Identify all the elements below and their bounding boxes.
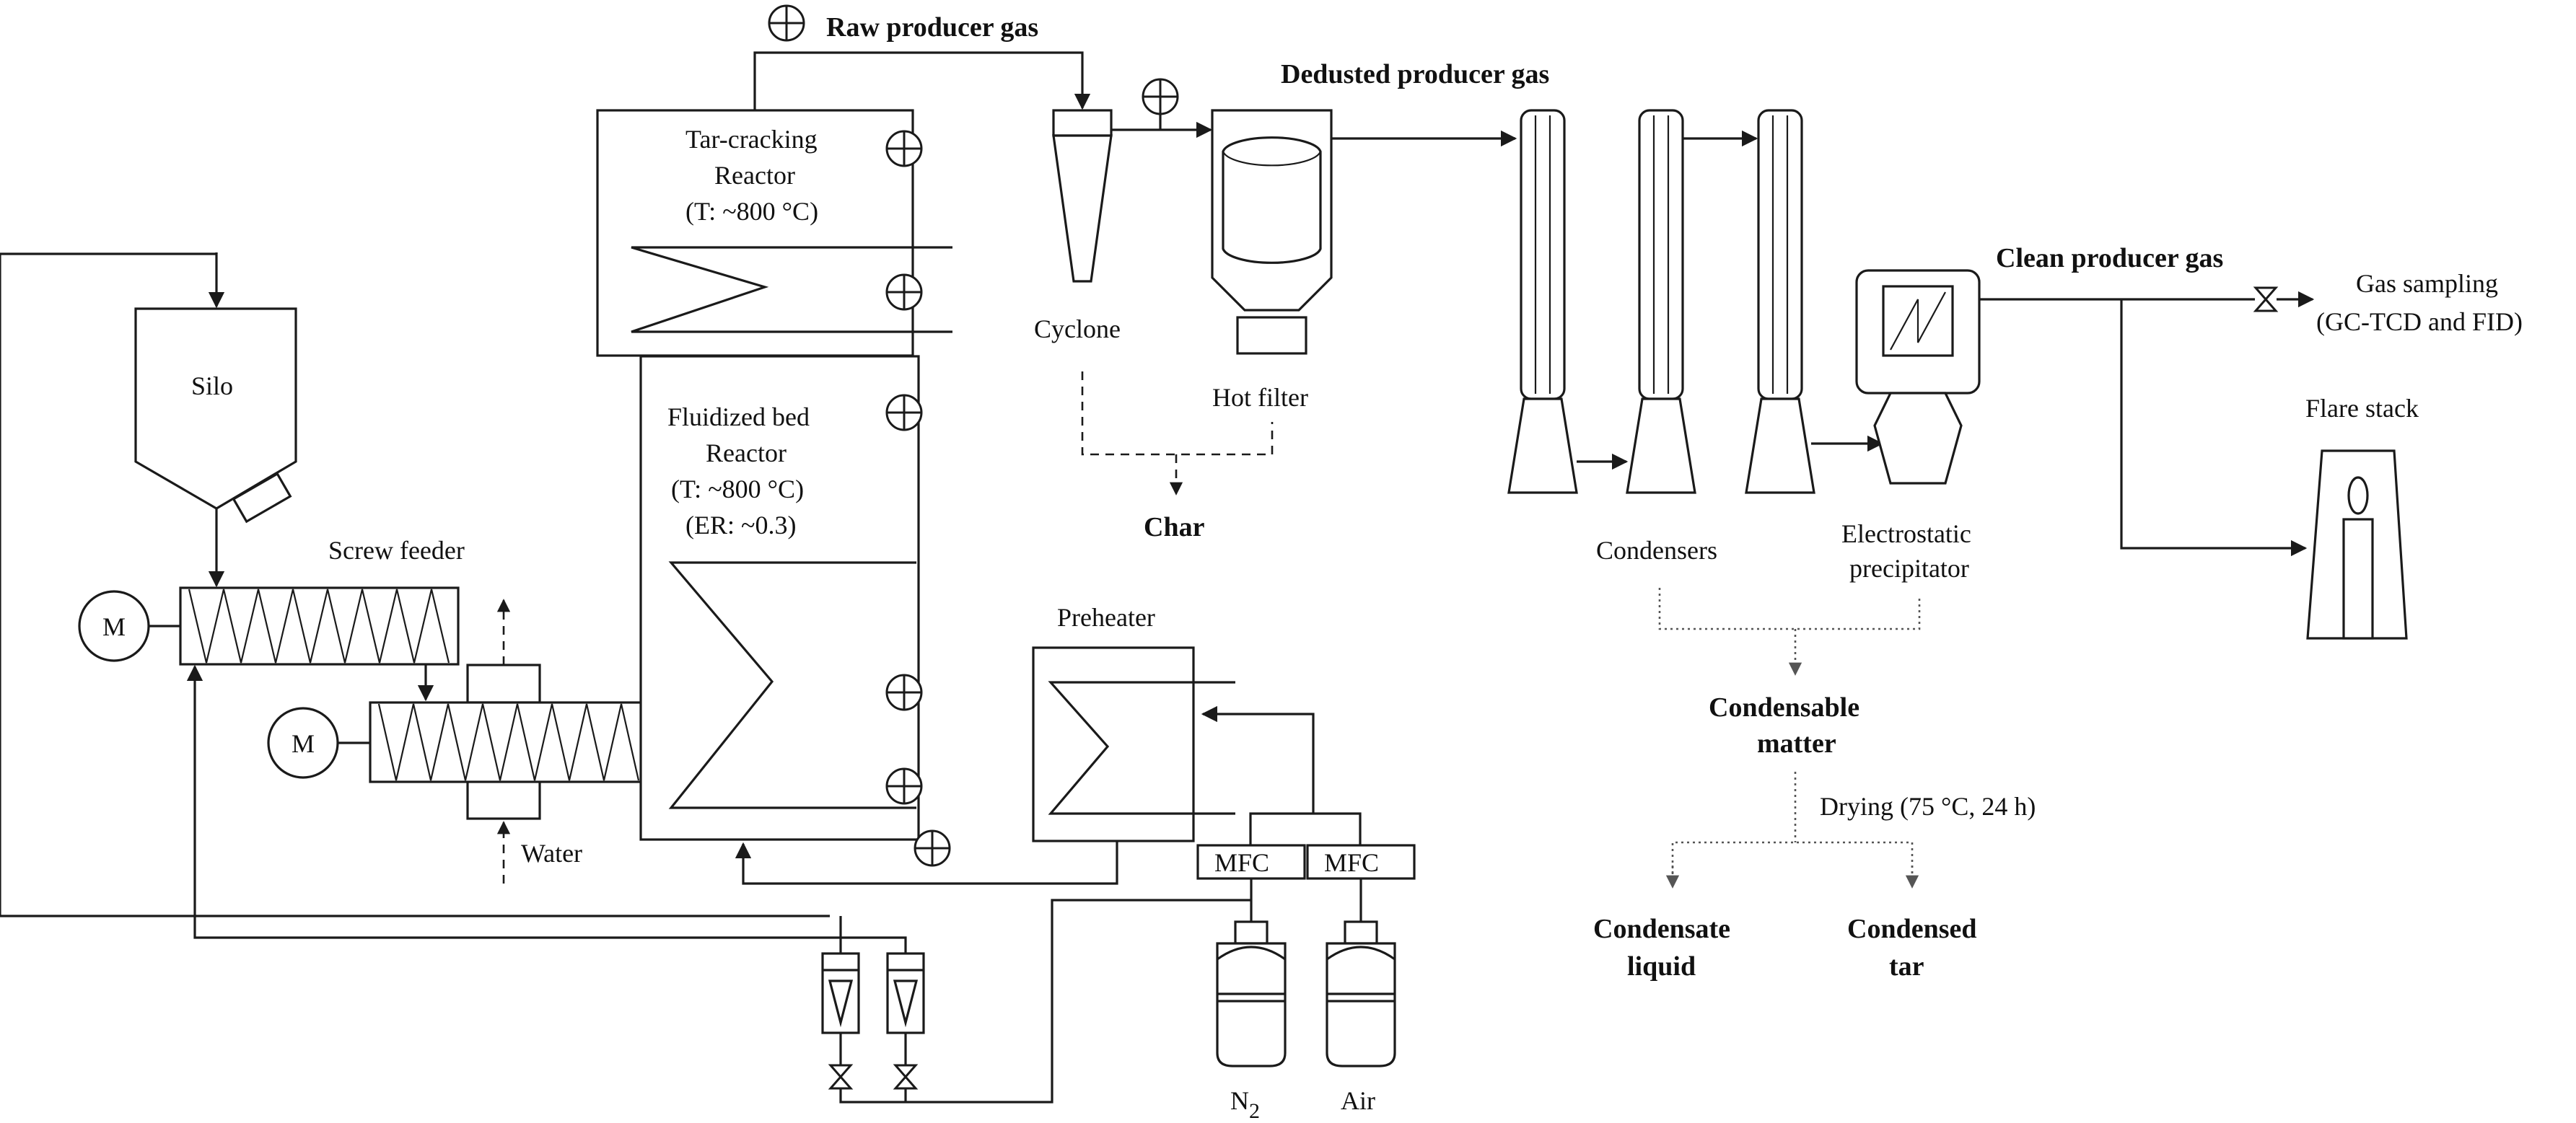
gas-sampling-label-1: Gas sampling [2356, 269, 2498, 298]
cyclone-body [1052, 109, 1113, 137]
purge-valve-1 [829, 1064, 852, 1090]
condensable-label-2: matter [1757, 728, 1836, 759]
condenser-2-base [1626, 397, 1696, 494]
hot-filter-label: Hot filter [1212, 383, 1308, 412]
mfc-manifold [1249, 812, 1362, 845]
hot-filter-cartridge [1222, 136, 1322, 264]
preheater-label: Preheater [1057, 603, 1155, 632]
water-jacket-top [466, 664, 541, 704]
fb-reactor-label-2: Reactor [706, 439, 787, 467]
condensable-label-1: Condensable [1709, 692, 1859, 723]
screw-feeder-2-flights [377, 703, 640, 781]
sampling-valve [2254, 286, 2277, 312]
tar-reactor-label-3: (T: ~800 °C) [685, 197, 818, 226]
condenser-2 [1638, 109, 1684, 400]
motor-2-label: M [292, 729, 315, 758]
esp-label-2: precipitator [1849, 554, 1969, 583]
air-to-preheater-line [1201, 705, 1315, 814]
tar-label-1: Condensed [1847, 914, 1977, 944]
mfc-n2 [1196, 844, 1306, 880]
water-label: Water [521, 839, 582, 868]
screw-feeder-label: Screw feeder [328, 536, 465, 565]
condenser-1-base [1507, 397, 1578, 494]
drying-label: Drying (75 °C, 24 h) [1820, 792, 2036, 821]
flare-chimney [2342, 518, 2374, 640]
flare-stack-label: Flare stack [2305, 394, 2419, 423]
dedusted-gas-label: Dedusted producer gas [1281, 59, 1549, 89]
fb-reactor-label-4: (ER: ~0.3) [685, 511, 796, 540]
esp-hopper [1873, 392, 1963, 485]
mfc-air-label: MFC [1324, 848, 1379, 877]
air-label: Air [1341, 1086, 1375, 1115]
n2-cylinder [1216, 920, 1287, 1067]
condenser-1 [1520, 109, 1566, 400]
thermocouple-raw-gas [768, 4, 805, 42]
gas-sampling-label-2: (GC-TCD and FID) [2316, 307, 2523, 336]
preheater [1032, 646, 1195, 842]
condenser-3 [1757, 109, 1803, 400]
screw-feeder-1-flights [188, 589, 450, 664]
purge-valve-2 [894, 1064, 917, 1090]
thermocouple-tar-2 [885, 273, 923, 311]
preheater-to-reactor-line [735, 841, 1118, 885]
flare-line [2120, 299, 2308, 557]
condensate-label-2: liquid [1627, 951, 1696, 982]
tar-label-2: tar [1889, 951, 1924, 982]
fb-reactor-label-3: (T: ~800 °C) [671, 475, 804, 503]
motor-1-label: M [102, 612, 126, 641]
thermocouple-fb-4 [914, 829, 951, 867]
fluidized-bed-reactor [639, 355, 920, 841]
esp-element-wave [1890, 291, 1946, 351]
flare-flame [2347, 476, 2369, 515]
silo-outlet-box [232, 472, 292, 524]
water-jacket-bottom [466, 780, 541, 820]
mfc-air [1306, 844, 1416, 880]
condensers-drain-line [1658, 588, 1921, 630]
tar-reactor-label-2: Reactor [714, 161, 795, 190]
condensers-label: Condensers [1596, 536, 1717, 565]
rotameter-1 [821, 952, 860, 1034]
thermocouple-fb-1 [885, 394, 923, 431]
air-feed-line [0, 252, 830, 917]
fb-reactor-label-1: Fluidized bed [667, 402, 810, 431]
raw-gas-line [753, 51, 1091, 110]
raw-gas-label: Raw producer gas [826, 12, 1038, 43]
n2-supply-line [839, 899, 1251, 1104]
tar-heating-coil [631, 246, 952, 333]
feeder-purge-line [186, 664, 907, 954]
char-label: Char [1144, 512, 1205, 542]
cyclone-cone [1052, 134, 1113, 283]
thermocouple-cyclone [1142, 78, 1179, 115]
thermocouple-tar-1 [885, 130, 923, 167]
clean-gas-label: Clean producer gas [1996, 243, 2223, 273]
air-cylinder [1326, 920, 1396, 1067]
esp-label-1: Electrostatic [1841, 519, 1971, 548]
cyclone-label: Cyclone [1034, 314, 1121, 343]
preheater-coil [1048, 681, 1235, 815]
hot-filter-bin [1236, 316, 1307, 355]
condenser-3-base [1745, 397, 1815, 494]
thermocouple-fb-3 [885, 767, 923, 805]
motor-1 [78, 590, 150, 662]
split-line [1671, 841, 1914, 886]
tar-reactor-label-1: Tar-cracking [685, 125, 818, 154]
mfc-n2-label: MFC [1214, 848, 1269, 877]
motor-2 [267, 707, 339, 779]
n2-label: N2 [1230, 1086, 1260, 1123]
rotameter-2 [886, 952, 925, 1034]
condensate-label-1: Condensate [1593, 914, 1730, 944]
fb-heating-coil [668, 561, 916, 809]
hot-filter-cartridge-top [1222, 151, 1322, 167]
thermocouple-fb-2 [885, 674, 923, 711]
char-line [1081, 371, 1274, 456]
silo-label: Silo [191, 371, 233, 400]
